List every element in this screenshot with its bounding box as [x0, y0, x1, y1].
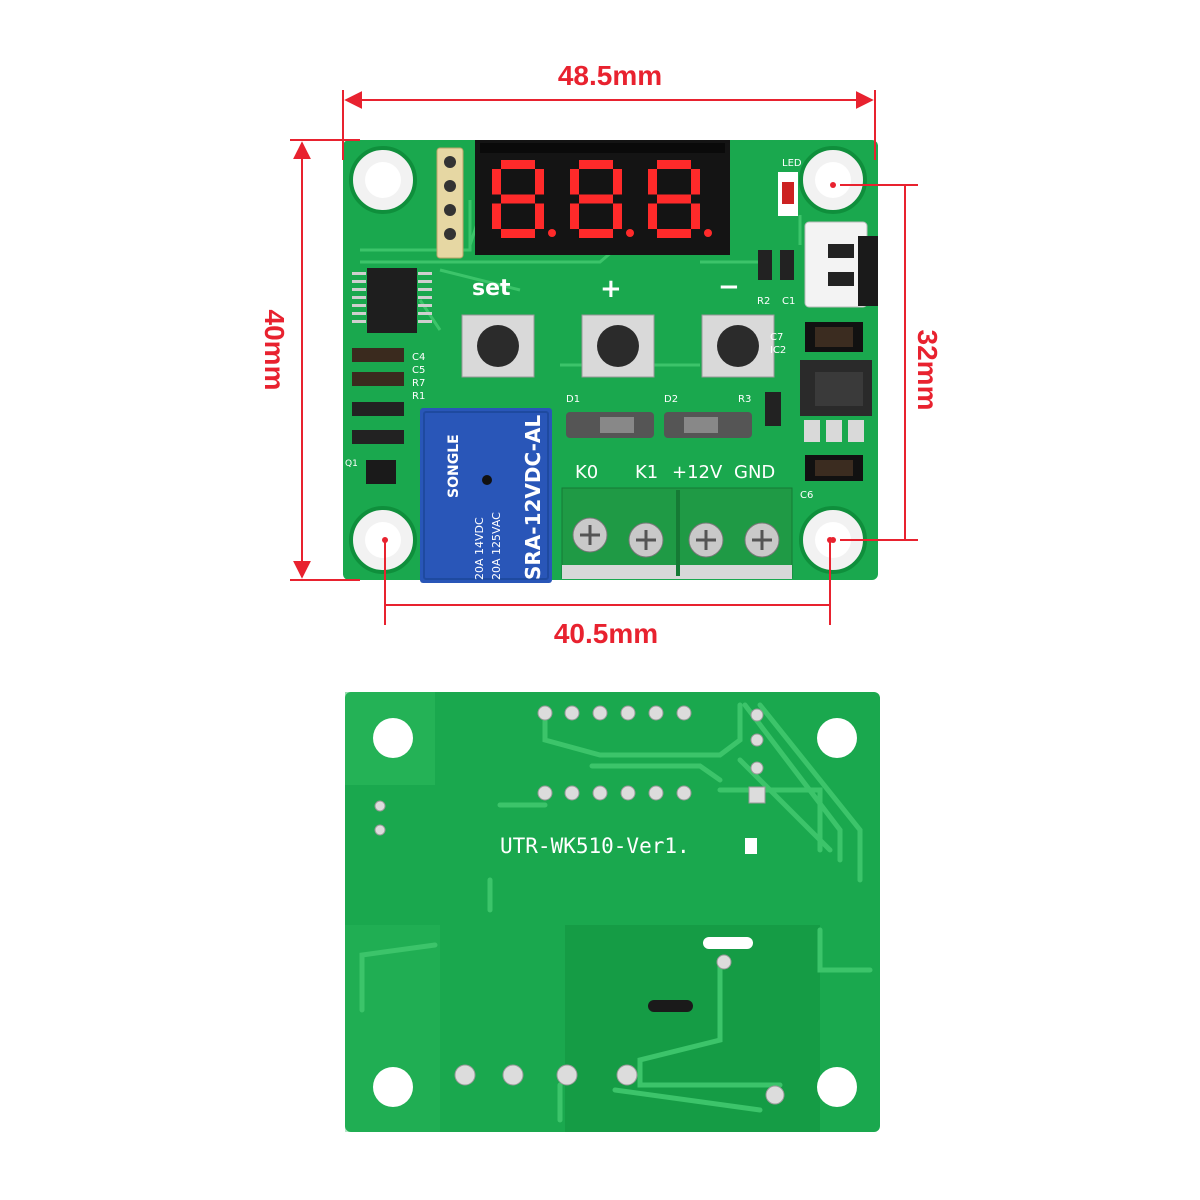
c5-label: C5 — [412, 365, 425, 376]
set-button[interactable] — [477, 325, 519, 367]
display-segment — [570, 203, 579, 229]
relay-rating-1: 20A 14VDC — [473, 517, 486, 580]
board-height-label: 40mm — [259, 310, 290, 391]
back-mounting-holes — [373, 718, 857, 1107]
terminal-block — [561, 487, 793, 579]
front-board: LED R2 C1 set + − — [343, 140, 878, 583]
display-segment — [648, 203, 657, 229]
display-segment — [492, 169, 501, 195]
r7-label: R7 — [412, 378, 425, 389]
display-decimal-point — [626, 229, 634, 237]
terminal-12v-label: +12V — [672, 462, 723, 483]
screw-icons — [572, 517, 780, 558]
version-label: UTR-WK510-Ver1. — [500, 834, 690, 858]
c4-label: C4 — [412, 352, 425, 363]
terminal-k0-label: K0 — [575, 462, 598, 483]
version-digit-block — [745, 838, 757, 854]
c6-label: C6 — [800, 490, 813, 501]
display-segment — [501, 194, 535, 204]
c1-label: C1 — [782, 296, 795, 307]
back-slot — [703, 937, 753, 949]
front-header-pins — [436, 147, 464, 259]
ic2-label: IC2 — [770, 345, 786, 356]
back-solder-pads — [374, 705, 785, 1105]
back-slot-dark — [648, 1000, 693, 1012]
back-board: UTR-WK510-Ver1. — [345, 692, 880, 1132]
display-segment — [657, 229, 691, 238]
terminal-k1-label: K1 — [635, 462, 658, 483]
q1-label: Q1 — [345, 459, 358, 469]
set-button-label: set — [472, 276, 511, 301]
hole-horizontal-label: 40.5mm — [554, 618, 658, 649]
led-label: LED — [782, 158, 802, 169]
r3-label: R3 — [738, 394, 751, 405]
display-segment — [579, 160, 613, 169]
sensor-connector — [804, 221, 878, 308]
display-segment — [648, 169, 657, 195]
display-segment — [613, 203, 622, 229]
tactile-buttons — [461, 314, 775, 378]
display-segment — [657, 160, 691, 169]
display-segment — [691, 169, 700, 195]
display-segment — [535, 203, 544, 229]
relay-rating-2: 20A 125VAC — [490, 512, 503, 580]
seven-segment-display — [475, 140, 730, 255]
relay: SONGLE 20A 14VDC 20A 125VAC SRA-12VDC-AL — [420, 408, 552, 583]
plus-button-label: + — [600, 274, 622, 304]
display-segment — [691, 203, 700, 229]
board-width-label: 48.5mm — [558, 60, 662, 91]
front-mounting-holes — [349, 146, 867, 574]
display-decimal-point — [704, 229, 712, 237]
dimension-annotations: 48.5mm 40mm 32mm 40.5mm — [259, 60, 943, 649]
display-segment — [657, 194, 691, 204]
display-segment — [613, 169, 622, 195]
r2-label: R2 — [757, 296, 770, 307]
front-smd-left: C4 C5 R7 R1 Q1 — [345, 348, 425, 484]
display-digits — [492, 160, 712, 238]
d1-label: D1 — [566, 394, 580, 405]
display-segment — [579, 229, 613, 238]
microcontroller-chip — [352, 268, 432, 333]
hole-vertical-label: 32mm — [912, 330, 943, 411]
relay-brand: SONGLE — [446, 434, 462, 498]
display-segment — [501, 160, 535, 169]
led-icon — [782, 182, 794, 204]
relay-model: SRA-12VDC-AL — [521, 415, 545, 580]
display-segment — [570, 169, 579, 195]
display-segment — [579, 194, 613, 204]
front-diodes: D1 D2 R3 — [566, 392, 781, 438]
d2-label: D2 — [664, 394, 678, 405]
voltage-regulator: C7 IC2 C6 — [770, 322, 872, 501]
terminal-gnd-label: GND — [734, 462, 775, 483]
plus-button[interactable] — [597, 325, 639, 367]
c7-label: C7 — [770, 332, 783, 343]
r1-label: R1 — [412, 391, 425, 402]
display-segment — [492, 203, 501, 229]
front-smd-r2-c1: R2 C1 — [757, 250, 795, 307]
display-segment — [535, 169, 544, 195]
display-segment — [501, 229, 535, 238]
display-decimal-point — [548, 229, 556, 237]
minus-button[interactable] — [717, 325, 759, 367]
minus-button-label: − — [718, 272, 740, 302]
